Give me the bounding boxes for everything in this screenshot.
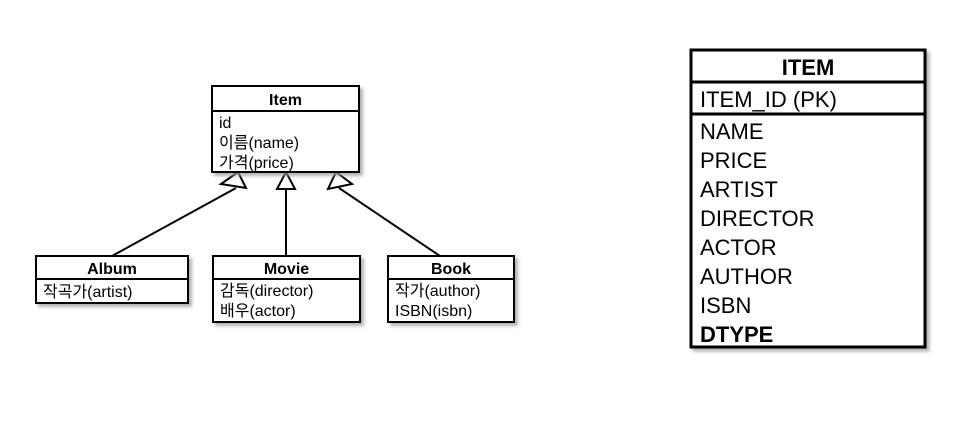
generalization-connectors [111, 169, 441, 257]
db-table-item-column-price: PRICE [700, 148, 767, 173]
db-table-item-column-author: AUTHOR [700, 264, 793, 289]
uml-class-movie-title: Movie [264, 261, 309, 278]
uml-class-book-attribute-0: 작가(author) [395, 282, 480, 300]
uml-class-album-attribute-0: 작곡가(artist) [43, 283, 133, 301]
db-table-item-box [689, 48, 927, 349]
db-table-item-column-actor: ACTOR [700, 235, 777, 260]
generalization-book-to-item [326, 170, 441, 257]
uml-class-movie-box [212, 255, 361, 323]
uml-class-item-attribute-0: id [219, 115, 231, 132]
uml-class-movie-attribute-1: 배우(actor) [220, 302, 296, 320]
uml-class-movie[interactable]: Movie 감독(director) 배우(actor) [212, 255, 361, 323]
uml-class-book-attribute-1: ISBN(isbn) [395, 303, 472, 320]
generalization-movie-to-item [275, 169, 297, 256]
uml-class-album-title: Album [87, 261, 137, 278]
db-table-item-column-name: NAME [700, 119, 764, 144]
uml-class-book[interactable]: Book 작가(author) ISBN(isbn) [387, 255, 515, 323]
uml-class-book-title: Book [431, 261, 471, 278]
generalization-album-to-item [111, 170, 248, 257]
generalization-arrowhead-movie [275, 169, 297, 190]
generalization-line-book [338, 187, 441, 257]
db-table-item[interactable]: ITEM ITEM_ID (PK) NAME PRICE ARTIST DIRE… [689, 48, 927, 349]
generalization-line-album [111, 187, 237, 257]
generalization-arrowhead-book [326, 170, 355, 191]
uml-class-item-title: Item [269, 92, 302, 109]
db-table-item-column-director: DIRECTOR [700, 206, 815, 231]
uml-class-item-attribute-2: 가격(price) [219, 154, 294, 172]
uml-class-item[interactable]: Item id 이름(name) 가격(price) [211, 85, 360, 173]
db-table-item-title: ITEM [782, 55, 835, 80]
uml-class-book-box [387, 255, 515, 323]
uml-class-movie-attribute-0: 감독(director) [220, 282, 313, 300]
uml-class-album[interactable]: Album 작곡가(artist) [35, 255, 189, 304]
db-table-item-column-dtype: DTYPE [700, 322, 773, 347]
db-table-item-column-artist: ARTIST [700, 177, 778, 202]
uml-class-item-box [211, 85, 360, 173]
uml-class-item-attribute-1: 이름(name) [219, 134, 299, 152]
generalization-arrowhead-album [218, 170, 248, 190]
db-table-item-column-isbn: ISBN [700, 293, 751, 318]
db-table-item-primary-key: ITEM_ID (PK) [700, 87, 837, 112]
